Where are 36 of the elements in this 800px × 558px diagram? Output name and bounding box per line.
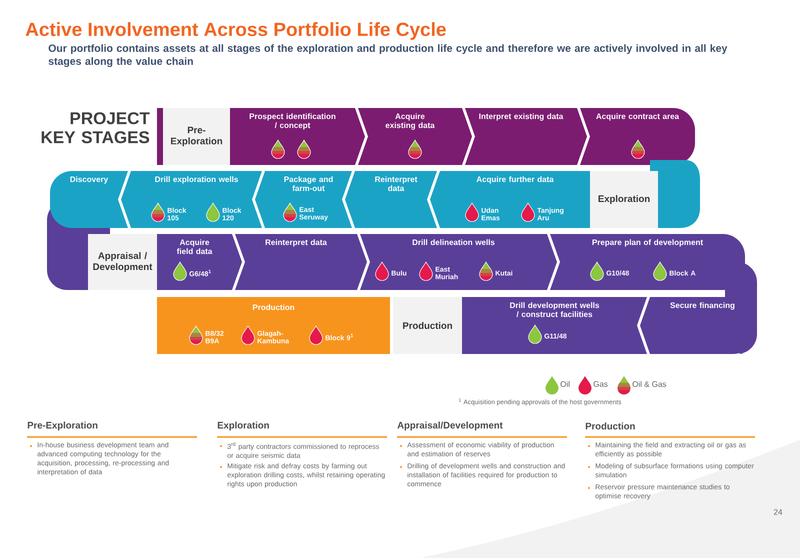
subtitle: Our portfolio contains assets at all stages of the exploration and production life cycle and therefore we are actively involved in all key stages along the value chain [48,44,728,68]
column-heading: Production [586,422,635,430]
column-heading: Exploration [218,422,269,430]
process-step: Reinterpret data [235,234,367,290]
node-label: Acquire field data [176,239,212,254]
process-step: Acquire contract area [580,108,695,165]
node-label: Prospect identification / concept [250,113,336,130]
stage-box: Production [393,297,462,354]
legend-label: Gas [594,381,608,387]
column-heading: Appraisal/Development [397,422,503,430]
node-label: Reinterpret data [375,176,418,192]
node-label: Acquire existing data [386,113,435,130]
node-label: Drill delineation wells [412,239,495,246]
legend-label: Oil & Gas [632,381,666,387]
process-step: Acquire existing data [358,108,472,165]
node-label: Interpret existing data [479,113,564,121]
stage-box: Appraisal / Development [88,234,157,290]
section-heading: PROJECT KEY STAGES [42,112,150,144]
title: Active Involvement Across Portfolio Life Cycle [26,22,446,40]
process-step: Reinterpret data [345,171,437,228]
node-label: Reinterpret data [266,239,327,247]
stage-box: Exploration [590,160,700,228]
node-label: Acquire further data [476,176,554,184]
process-step: Interpret existing data [465,108,587,165]
node-label: Package and farm-out [284,176,333,192]
node-label: Discovery [70,176,108,184]
column-heading: Pre-Exploration [28,422,98,430]
node-label: Secure financing [670,302,734,310]
page-number: 24 [774,509,782,515]
legend-label: Oil [560,381,570,387]
node-label: Drill development wells / construct facilities [510,302,600,318]
node-label: Acquire contract area [596,113,680,121]
node-label: Prepare plan of development [592,239,703,247]
stage-box: Pre-Exploration [157,108,230,165]
process-step: Prospect identification / concept [230,108,365,165]
node-label: Drill exploration wells [155,176,238,184]
